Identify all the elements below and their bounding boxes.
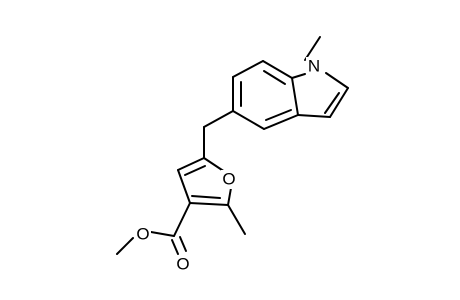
- bond-n-methyl: [304, 36, 321, 61]
- bond-furan-c3-c4: [177, 169, 191, 204]
- atom-label-carbonyl-oxygen: O: [176, 255, 189, 274]
- bond-c7a-n: [291, 73, 306, 79]
- bond-carbonyl-double-a: [171, 239, 179, 255]
- bond-c2-c3-inner: [324, 92, 340, 114]
- bond-furan-methyl: [227, 204, 246, 235]
- bond-set: [116, 36, 349, 255]
- bond-c5-c4: [232, 110, 265, 130]
- bond-n-c2: [325, 72, 349, 89]
- atom-labels: N O O O: [135, 57, 321, 274]
- atom-label-ester-ether-oxygen: O: [136, 225, 149, 244]
- atom-label-indole-nitrogen: N: [308, 57, 320, 76]
- bond-furan-c4-c5-inner: [184, 165, 206, 176]
- bond-c7a-c7: [262, 60, 293, 79]
- bond-carbonyl-c-ether-o: [150, 231, 175, 237]
- bond-furan-c2-c3: [189, 202, 229, 206]
- bond-c3-c3a: [297, 114, 331, 118]
- bond-furan-c2-c3-inner: [191, 195, 221, 199]
- atom-label-furan-oxygen: O: [222, 170, 235, 189]
- bond-furan-c4-c5: [177, 157, 205, 171]
- bond-c4-c3a: [263, 114, 299, 130]
- bond-c2-c3: [329, 87, 349, 118]
- bond-c7-c6: [232, 60, 264, 78]
- bond-c3a-c7a: [291, 77, 299, 116]
- bond-c5-ch2: [203, 110, 234, 128]
- bond-c4-c3a-inner: [265, 109, 292, 121]
- bond-c3-carbonyl-c: [173, 202, 191, 237]
- bond-furan-o-c2: [227, 187, 232, 206]
- bond-ether-o-methyl: [116, 237, 134, 255]
- bond-carbonyl-double-b: [179, 236, 187, 252]
- bond-c7a-c7-inner: [263, 70, 286, 85]
- bond-furan-c5-o: [203, 157, 226, 173]
